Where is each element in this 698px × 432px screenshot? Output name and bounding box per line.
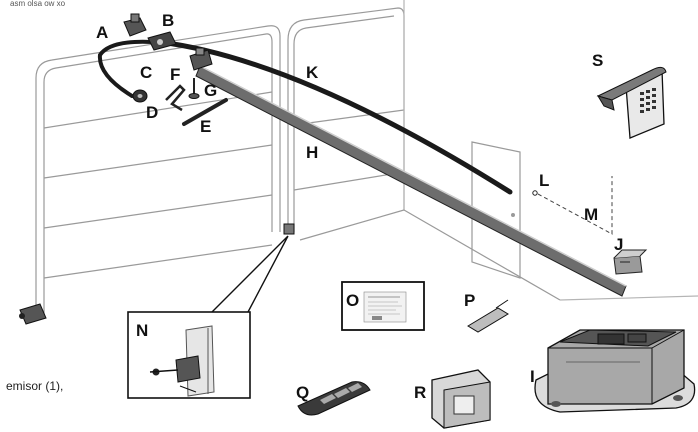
part-labels: A B C D E F G H I J K L M N O P Q R S (96, 11, 623, 402)
clipped-header-text: asm olsa ow xo (10, 0, 66, 8)
sensor-point-l (532, 190, 538, 196)
label-l: L (539, 171, 549, 190)
caption-text: emisor (1), (6, 379, 63, 393)
pulley-j-icon (613, 249, 648, 275)
label-g: G (204, 81, 217, 100)
bar-e-icon (182, 98, 228, 126)
label-h: H (306, 143, 318, 162)
label-e: E (200, 117, 211, 136)
hook-d-icon (165, 84, 186, 112)
label-c: C (140, 63, 152, 82)
door-knob (511, 213, 515, 217)
bolt-g-icon (188, 78, 200, 99)
callout-lines-n (211, 235, 289, 313)
label-b: B (162, 11, 174, 30)
label-k: K (306, 63, 319, 82)
rail-h (195, 65, 627, 297)
label-d: D (146, 103, 158, 122)
sensor-beam-m (537, 176, 613, 235)
label-j: J (614, 235, 623, 254)
label-q: Q (296, 383, 309, 402)
label-s: S (592, 51, 603, 70)
door-bracket-icon (283, 223, 295, 235)
inset-n-detail (127, 311, 251, 399)
label-o: O (346, 291, 359, 310)
label-n: N (136, 321, 148, 340)
manual-document-icon (341, 281, 425, 331)
release-handle-p-icon (467, 299, 509, 333)
bracket-a-icon (123, 13, 147, 37)
opener-unit-icon (534, 329, 696, 413)
safety-sensor-icon (19, 303, 47, 325)
label-m: M (584, 205, 598, 224)
garage-room-outline (35, 0, 698, 318)
cable-arm-a (97, 39, 154, 98)
wall-console-icon (431, 369, 491, 429)
remote-transmitter-icon (297, 381, 371, 416)
label-p: P (464, 291, 475, 310)
bracket-f-icon (189, 47, 213, 71)
drive-cable-k (157, 39, 513, 195)
label-r: R (414, 383, 426, 402)
wall-keypad-icon (596, 66, 667, 139)
header-bracket-b-icon (147, 31, 177, 51)
pulley-c-icon (132, 89, 148, 103)
label-f: F (170, 65, 180, 84)
label-a: A (96, 23, 108, 42)
label-i: I (530, 367, 535, 386)
